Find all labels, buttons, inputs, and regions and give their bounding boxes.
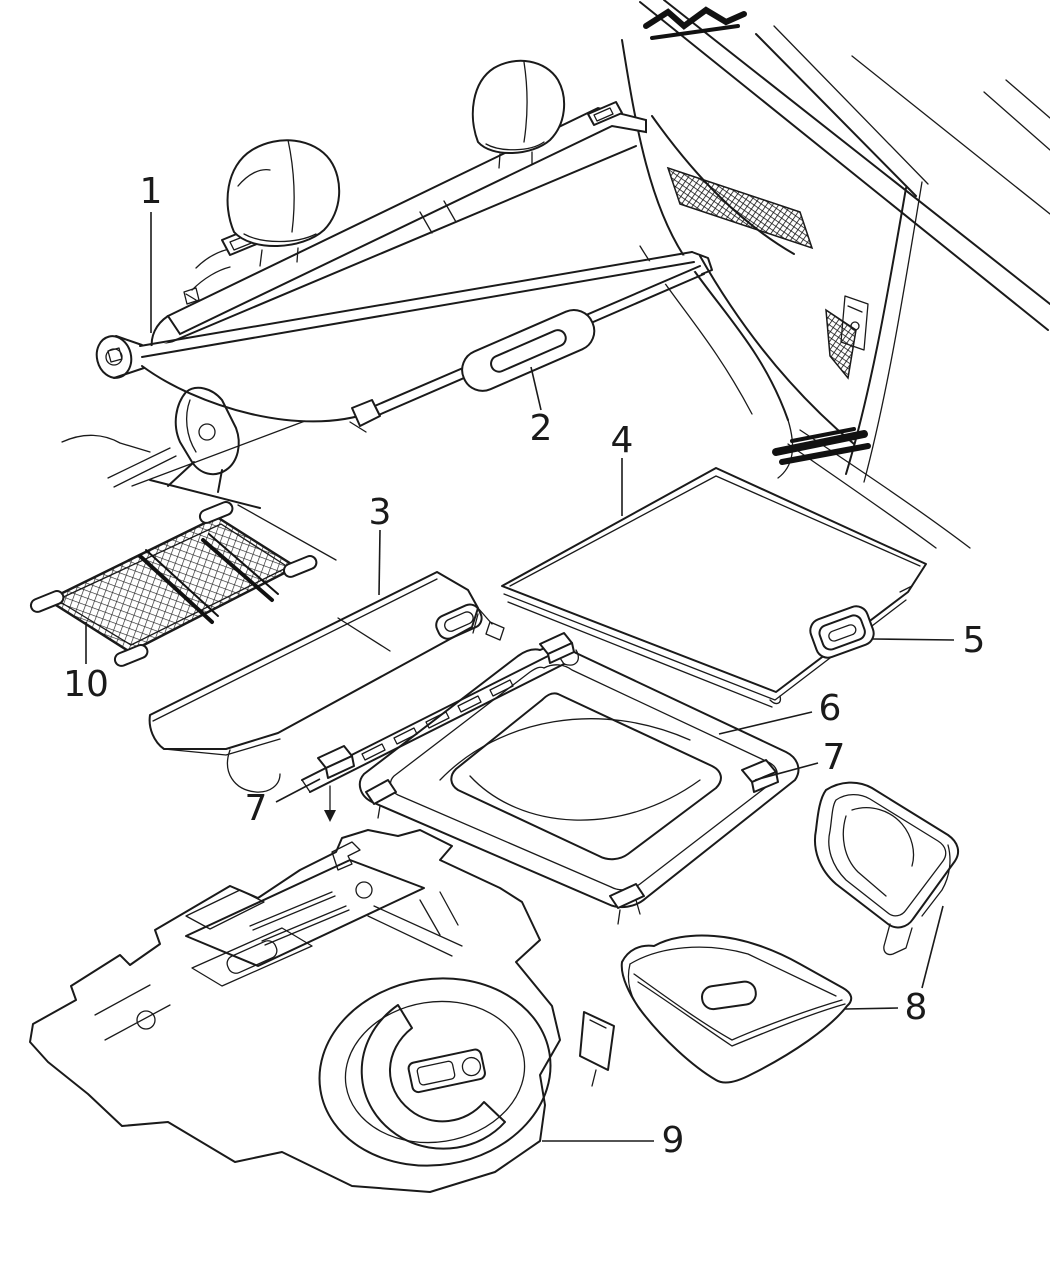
callout-7-left-label: 7	[245, 788, 268, 829]
tub-foot-bottom	[609, 883, 645, 925]
panel-handle-cutout	[435, 603, 483, 640]
callout-3-leader	[378, 529, 381, 596]
callout-8-leader-a	[844, 1007, 899, 1010]
seatback-drawing	[150, 59, 647, 351]
seat-hinge-bracket-drawing	[61, 386, 337, 561]
cargo-rail-drawing	[301, 632, 579, 822]
callout-8-label: 8	[905, 987, 928, 1028]
callouts: 1 2 3 4 5 6 7 7 8 9 10	[63, 171, 985, 1161]
callout-5-leader	[872, 638, 955, 641]
callout-8-leader-b	[921, 905, 944, 989]
jack-bracket	[407, 1048, 486, 1094]
cargo-floor-panel-drawing	[501, 467, 927, 708]
callout-7-right-label: 7	[823, 737, 846, 778]
speaker-grille-mesh	[666, 166, 814, 250]
rail-clip-right	[539, 632, 575, 664]
callout-3-label: 3	[369, 492, 392, 533]
carpet-side-bracket-drawing	[579, 1011, 615, 1087]
callout-6-leader	[718, 711, 813, 735]
cargo-net-drawing	[29, 501, 318, 667]
net-strap	[138, 533, 279, 624]
callout-7-left-leader	[275, 778, 321, 803]
callout-5-label: 5	[963, 620, 986, 661]
rail-clip-left	[317, 745, 355, 822]
callout-2-label: 2	[530, 408, 553, 449]
bin-handle-slot	[701, 980, 757, 1011]
cargo-carpet-drawing	[29, 829, 561, 1193]
floor-panel-pull-cup	[809, 605, 875, 659]
callout-2-leader	[530, 366, 542, 411]
storage-bin-right-drawing	[814, 781, 960, 956]
storage-bin-center-drawing	[620, 934, 853, 1084]
callout-1-label: 1	[140, 171, 163, 212]
headrest-left	[226, 139, 341, 267]
spare-tire-well	[318, 977, 552, 1167]
tub-foot-left	[365, 779, 397, 819]
vent-mesh	[825, 308, 857, 380]
cargo-cover-drawing	[95, 251, 713, 433]
tub-corner-clip-right	[741, 759, 779, 793]
cover-pull-handle	[461, 309, 596, 392]
front-floor-panel-drawing	[148, 571, 505, 793]
callout-7-right-leader	[754, 762, 819, 781]
callout-4-label: 4	[611, 420, 634, 461]
headrest-right	[471, 59, 566, 169]
net-corner-hooks	[29, 501, 318, 667]
carpet-front-platform	[94, 841, 463, 1041]
callout-9-label: 9	[662, 1120, 685, 1161]
seat-latch-bezel-right	[587, 101, 623, 126]
callout-10-label: 10	[63, 664, 109, 705]
callout-6-label: 6	[819, 688, 842, 729]
cover-roller-end-cap	[95, 335, 145, 379]
